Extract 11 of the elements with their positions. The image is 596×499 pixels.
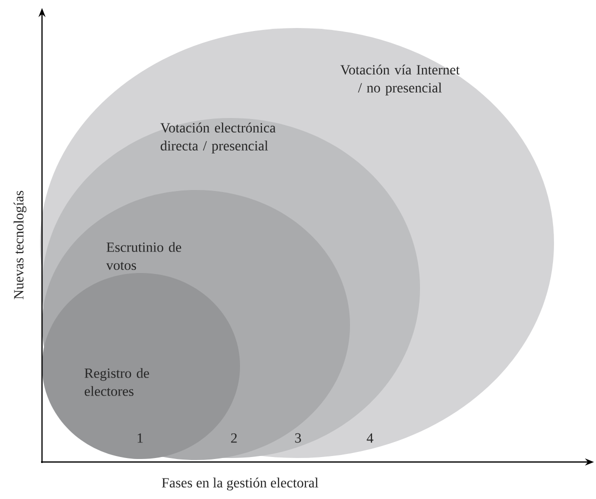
phase-number: 4 xyxy=(366,433,374,443)
phase-number: 2 xyxy=(231,433,237,443)
axis-label: Fases en la gestión electoral xyxy=(162,478,318,490)
region-label: Escrutinio de votos xyxy=(106,242,182,270)
ellipse-region xyxy=(42,273,240,459)
region-label: Registro de electores xyxy=(84,368,150,396)
phase-number: 3 xyxy=(295,433,301,443)
region-label: Votación electrónica directa / presencial xyxy=(160,122,276,154)
phase-number: 1 xyxy=(138,433,143,443)
region-label: Votación vía Internet / no presencial xyxy=(340,64,460,96)
axis-label: Nuevas tecnologías xyxy=(14,190,26,300)
